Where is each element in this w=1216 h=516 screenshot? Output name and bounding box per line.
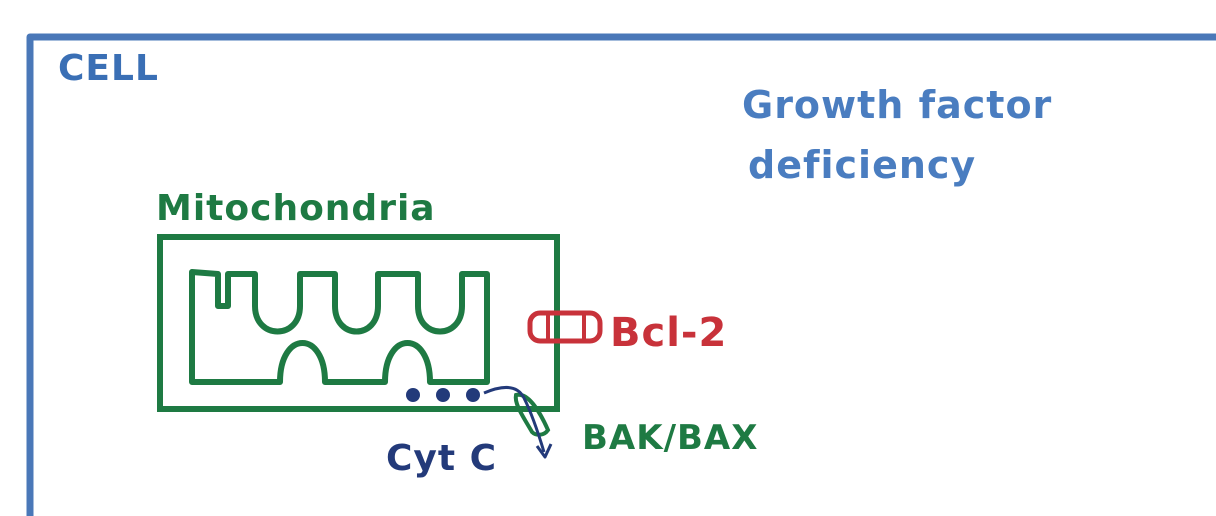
cyt-c-dot — [406, 388, 420, 402]
cyt-c-release-arrow — [483, 385, 546, 453]
deficiency-label: deficiency — [748, 143, 976, 187]
cyt-c-label: Cyt C — [386, 438, 497, 479]
cell-label: CELL — [58, 48, 159, 89]
cell-border — [26, 33, 1216, 516]
cyt-c-dot — [466, 388, 480, 402]
bcl2-label: Bcl-2 — [610, 310, 727, 356]
bak-bax-label: BAK/BAX — [582, 418, 758, 458]
arrowhead-icon — [535, 443, 553, 459]
cyt-c-dot — [436, 388, 450, 402]
mitochondria-cristae — [189, 269, 490, 385]
bcl2-channel — [527, 310, 603, 344]
growth-factor-label: Growth factor — [742, 83, 1052, 127]
mitochondria-label: Mitochondria — [156, 188, 436, 229]
mitochondria-outer-membrane — [157, 234, 560, 412]
